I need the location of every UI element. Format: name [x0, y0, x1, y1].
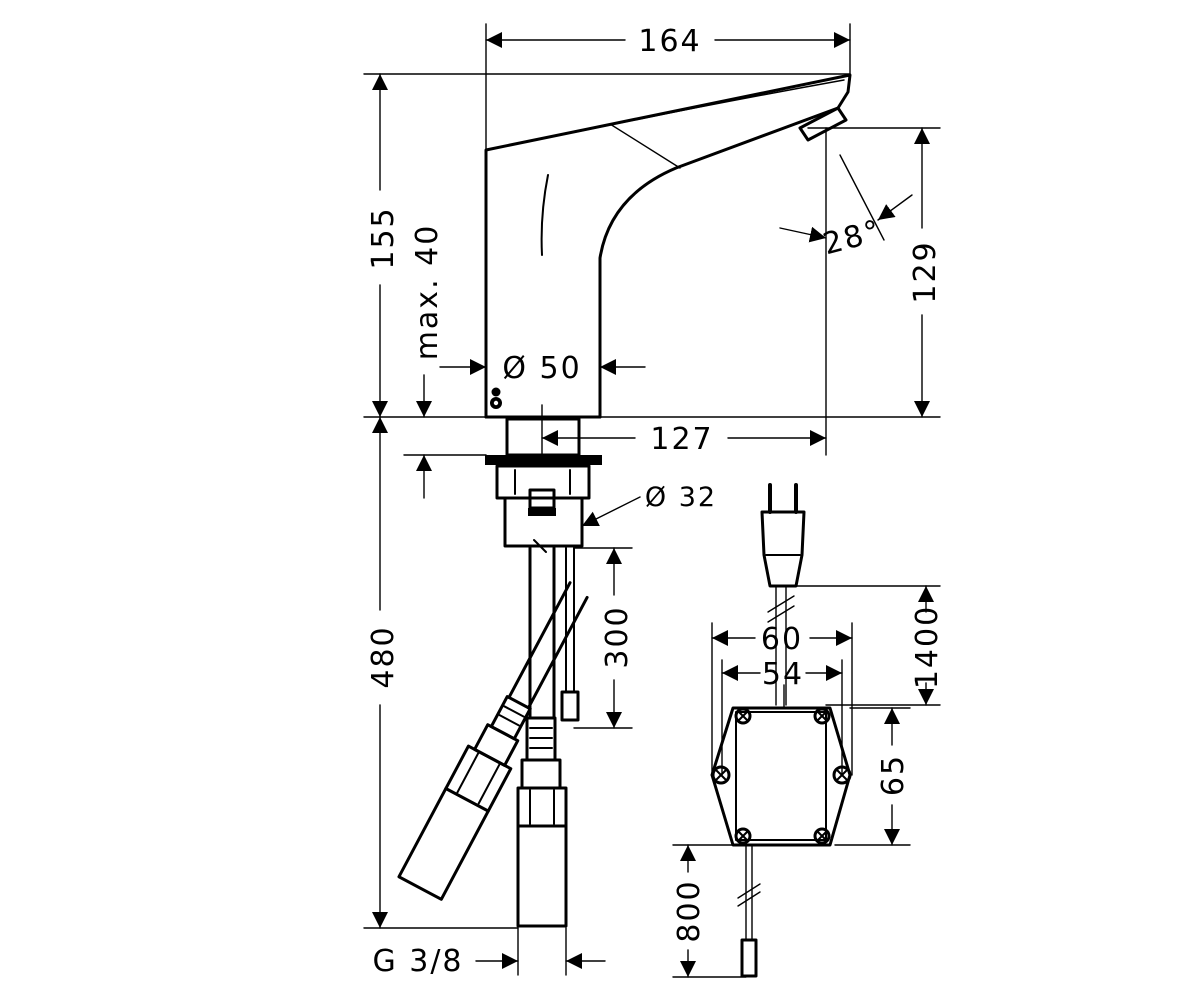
label-60: 60 — [761, 622, 803, 657]
label-diameter-50: Ø 50 — [502, 351, 581, 386]
label-28-degrees: 28° — [819, 213, 885, 262]
label-129: 129 — [908, 240, 943, 303]
label-480: 480 — [366, 625, 401, 688]
label-800: 800 — [672, 879, 707, 942]
screw-icon — [813, 707, 831, 725]
screw-icon — [813, 827, 831, 845]
box-dimension-lines — [672, 585, 941, 978]
label-164: 164 — [638, 24, 701, 59]
dimension-labels: 164 155 max. 40 Ø 50 129 28° 127 Ø 32 30… — [366, 24, 945, 979]
label-g-3-8: G 3/8 — [372, 944, 463, 979]
label-max-40: max. 40 — [410, 224, 445, 361]
label-127: 127 — [650, 422, 713, 457]
dimension-lines — [363, 23, 941, 976]
label-diameter-32: Ø 32 — [645, 482, 717, 513]
screw-icon — [711, 765, 731, 785]
sensor-window — [490, 387, 502, 409]
mounting-shank — [485, 417, 602, 553]
label-155: 155 — [366, 206, 401, 269]
label-65: 65 — [876, 754, 911, 796]
label-54: 54 — [762, 657, 804, 692]
faucet-body — [484, 73, 852, 466]
label-300: 300 — [600, 605, 635, 668]
screw-icon — [734, 707, 752, 725]
screw-icon — [734, 827, 752, 845]
supply-hoses — [397, 546, 589, 928]
control-box — [710, 706, 852, 978]
label-1400: 1400 — [910, 605, 945, 689]
